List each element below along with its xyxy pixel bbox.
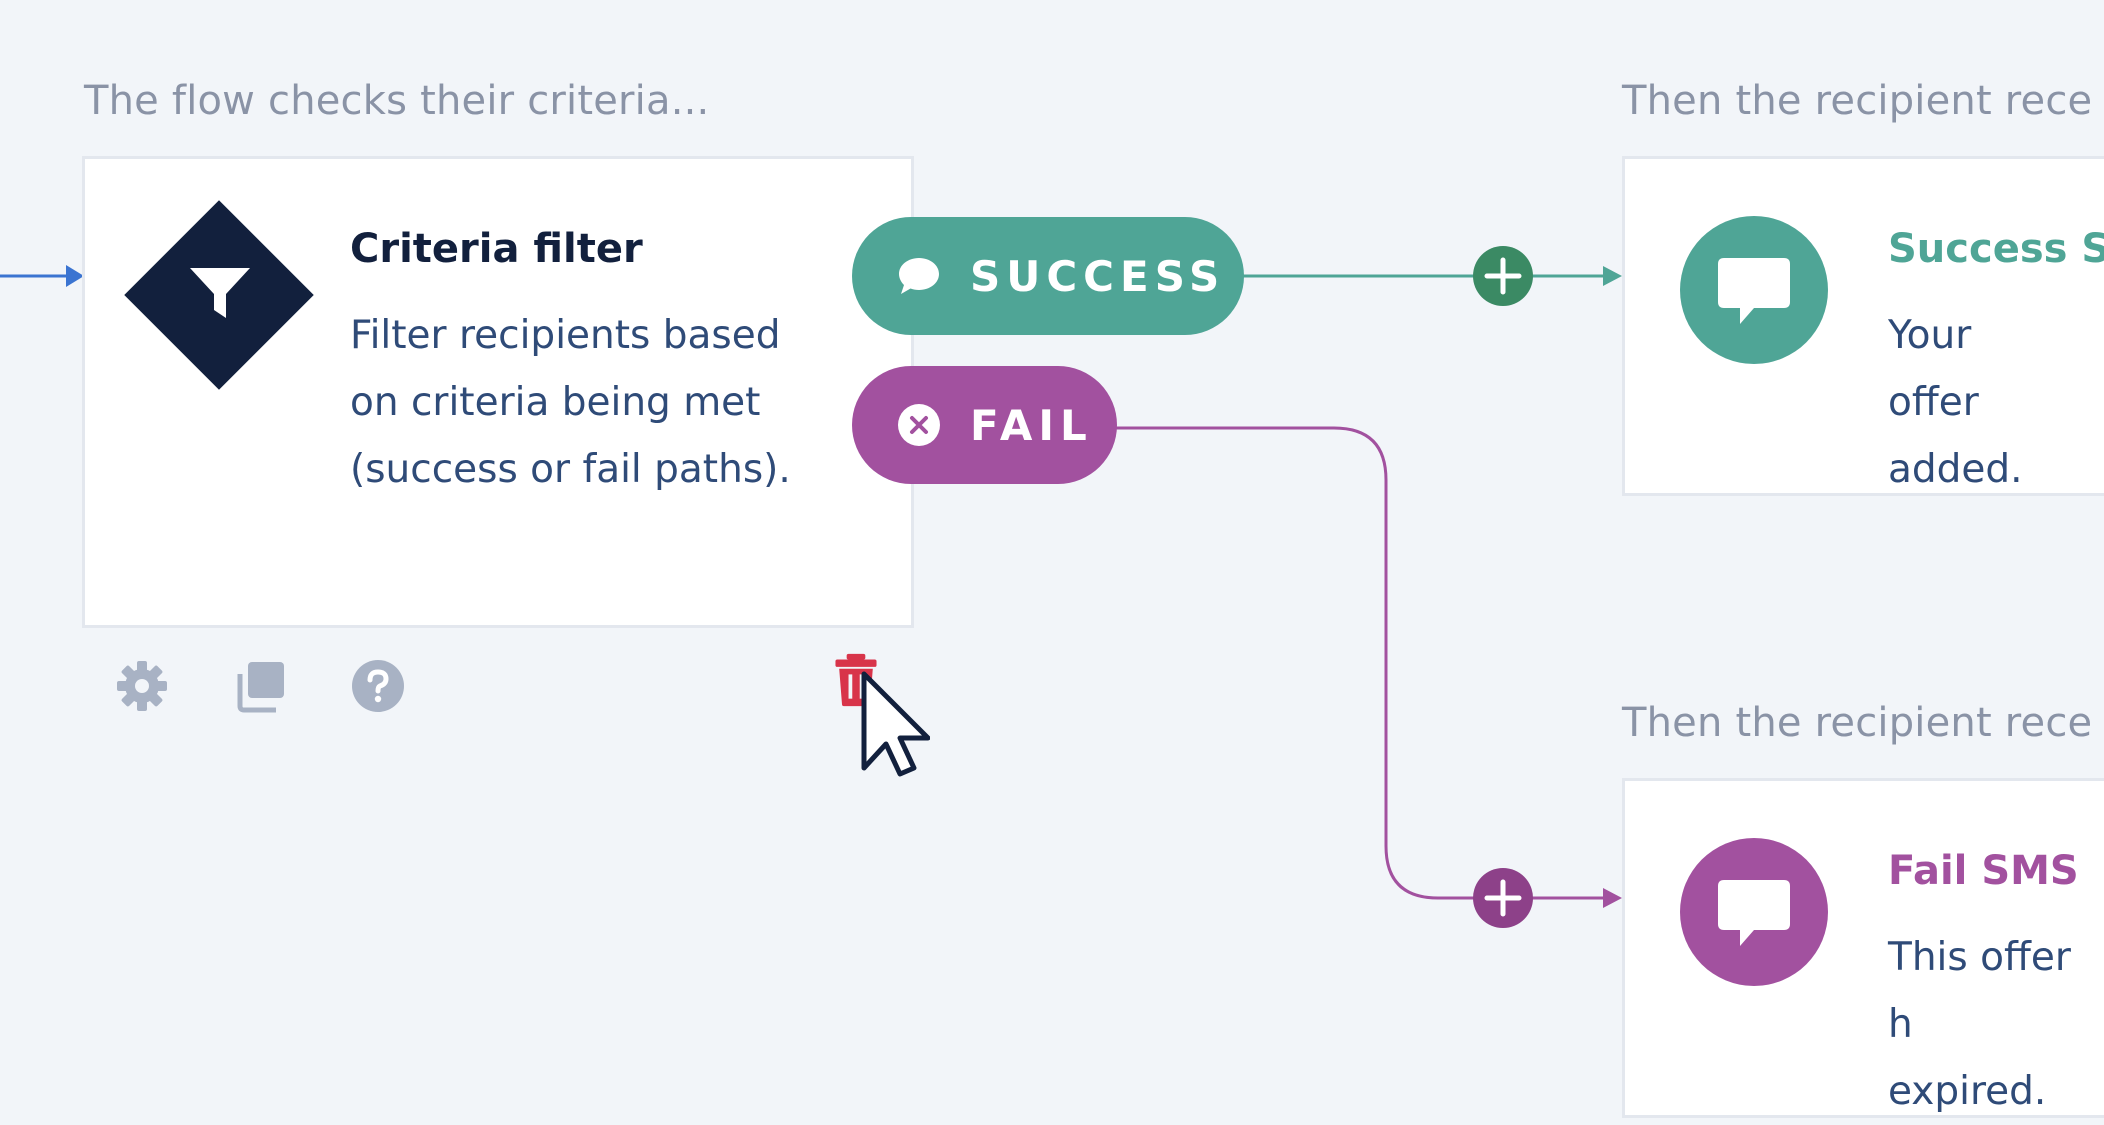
gear-icon[interactable] — [114, 658, 170, 714]
mouse-cursor-icon — [861, 671, 930, 777]
success-branch-label: SUCCESS — [970, 251, 1226, 301]
success-connector — [1240, 266, 1622, 286]
sms-icon — [1718, 258, 1790, 324]
success-sms-icon-badge — [1680, 216, 1828, 364]
plus-icon — [1484, 257, 1522, 295]
fail-sms-title: Fail SMS — [1888, 848, 2079, 894]
help-icon[interactable] — [350, 658, 406, 714]
add-step-fail-button[interactable] — [1473, 868, 1533, 928]
fail-connector — [1115, 426, 1622, 908]
criteria-filter-description: Filter recipients based on criteria bein… — [350, 313, 791, 492]
fail-branch-pill[interactable]: FAIL — [852, 366, 1117, 484]
chat-bubble-icon — [899, 258, 939, 294]
entry-arrow — [0, 265, 84, 287]
criteria-filter-title: Criteria filter — [350, 226, 643, 272]
fail-branch-caption: Then the recipient rece — [1622, 700, 2093, 746]
fail-sms-icon-badge — [1680, 838, 1828, 986]
criteria-caption: The flow checks their criteria... — [84, 78, 710, 124]
duplicate-icon[interactable] — [232, 658, 288, 714]
sms-icon — [1718, 880, 1790, 946]
fail-branch-label: FAIL — [970, 400, 1093, 450]
success-branch-pill[interactable]: SUCCESS — [852, 217, 1244, 335]
fail-sms-description: This offer h expired. — [1888, 935, 2071, 1114]
success-sms-description: Your offer added. — [1888, 313, 2023, 492]
success-sms-title: Success SI — [1888, 226, 2104, 272]
add-step-success-button[interactable] — [1473, 246, 1533, 306]
success-branch-caption: Then the recipient rece — [1622, 78, 2093, 124]
plus-icon — [1484, 879, 1522, 917]
filter-icon — [190, 268, 250, 318]
close-circle-icon — [898, 404, 940, 446]
